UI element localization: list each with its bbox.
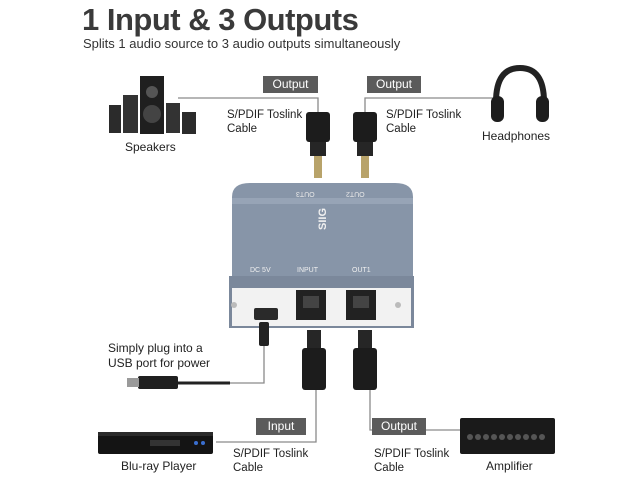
tag-output-bottom: Output [372,418,426,435]
device-label-headphones: Headphones [482,129,550,143]
box-label-out1: OUT1 [352,264,371,278]
cable-label-bottom-right: S/PDIF Toslink Cable [374,447,449,475]
cable-label-line: Cable [386,122,461,136]
bottom-left-connector [302,330,326,390]
device-label-amplifier: Amplifier [486,459,533,473]
tag-output-right: Output [367,76,421,93]
power-note-line: Simply plug into a [108,341,210,356]
splitter-box [229,183,414,328]
power-note: Simply plug into a USB port for power [108,341,210,371]
top-right-connector [353,112,377,178]
cable-label-line: S/PDIF Toslink [374,447,449,461]
cable-label-line: S/PDIF Toslink [386,108,461,122]
bluray-player-icon [98,432,213,454]
box-label-out2: OUT2 [346,186,365,200]
tag-input: Input [256,418,306,435]
device-label-bluray: Blu-ray Player [121,459,196,473]
amplifier-icon [460,418,555,454]
cable-label-line: S/PDIF Toslink [233,447,308,461]
cable-label-line: Cable [374,461,449,475]
box-label-out3: OUT3 [296,186,315,200]
brand-logo: SIIG [316,208,330,230]
cable-label-line: S/PDIF Toslink [227,108,302,122]
speakers-icon [109,76,196,134]
tag-output-left: Output [263,76,318,93]
cable-label-top-right: S/PDIF Toslink Cable [386,108,461,136]
cable-label-bottom-left: S/PDIF Toslink Cable [233,447,308,475]
box-label-input: INPUT [297,264,318,278]
box-label-dc: DC 5V [250,264,271,278]
cable-label-line: Cable [233,461,308,475]
bottom-right-connector [353,330,377,390]
headphones-icon [491,68,549,122]
cable-label-top-left: S/PDIF Toslink Cable [227,108,302,136]
cable-label-line: Cable [227,122,302,136]
power-note-line: USB port for power [108,356,210,371]
device-label-speakers: Speakers [125,140,176,154]
top-left-connector [306,112,330,178]
